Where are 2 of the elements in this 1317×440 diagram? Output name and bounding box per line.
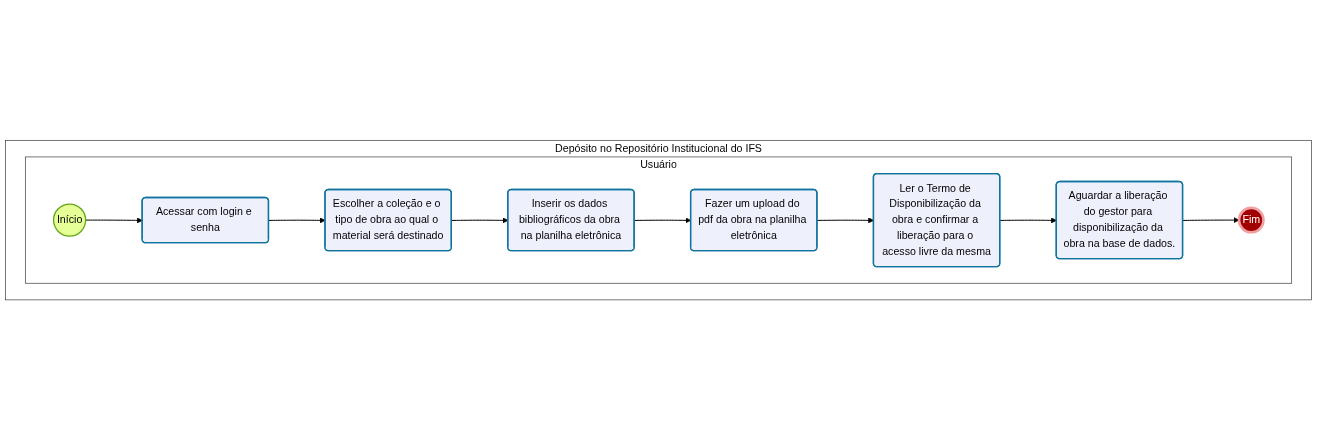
node-circle: Fim bbox=[1237, 206, 1265, 234]
node-circle: Início bbox=[52, 203, 87, 237]
